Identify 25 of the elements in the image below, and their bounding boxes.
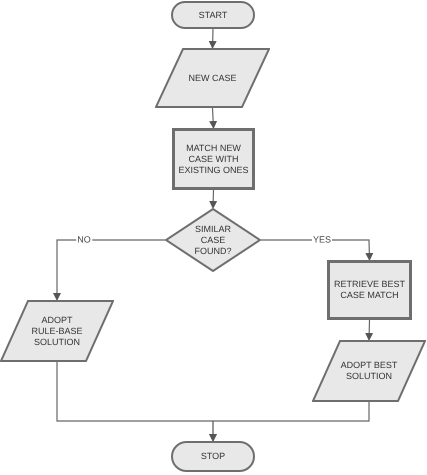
node-label: MATCH NEW CASE WITH EXISTING ONES xyxy=(177,142,250,176)
edge-label: NO xyxy=(76,236,92,244)
data-parallelogram xyxy=(0,300,114,362)
node-label: NEW CASE xyxy=(188,72,236,84)
edge-label: YES xyxy=(312,236,332,244)
node-label: SIMILAR CASE FOUND? xyxy=(193,224,232,256)
arrow xyxy=(365,320,374,341)
node-label: RETRIEVE BEST CASE MATCH xyxy=(332,279,406,301)
data-parallelogram xyxy=(155,48,270,108)
arrow xyxy=(53,239,165,301)
node-label: START xyxy=(198,10,228,20)
arrow xyxy=(261,239,374,261)
data-parallelogram xyxy=(312,340,426,402)
arrow xyxy=(208,28,217,49)
arrow xyxy=(209,190,218,209)
terminator-pill xyxy=(171,1,255,29)
node-label: STOP xyxy=(200,451,226,462)
decision-diamond xyxy=(165,208,261,272)
terminator-pill xyxy=(171,441,255,472)
process-box xyxy=(327,260,412,320)
node-label: ADOPT BEST SOLUTION xyxy=(340,360,398,382)
arrow xyxy=(209,402,370,442)
process-box xyxy=(172,128,255,190)
node-label: ADOPT RULE-BASE SOLUTION xyxy=(30,314,84,348)
arrow xyxy=(209,108,218,129)
